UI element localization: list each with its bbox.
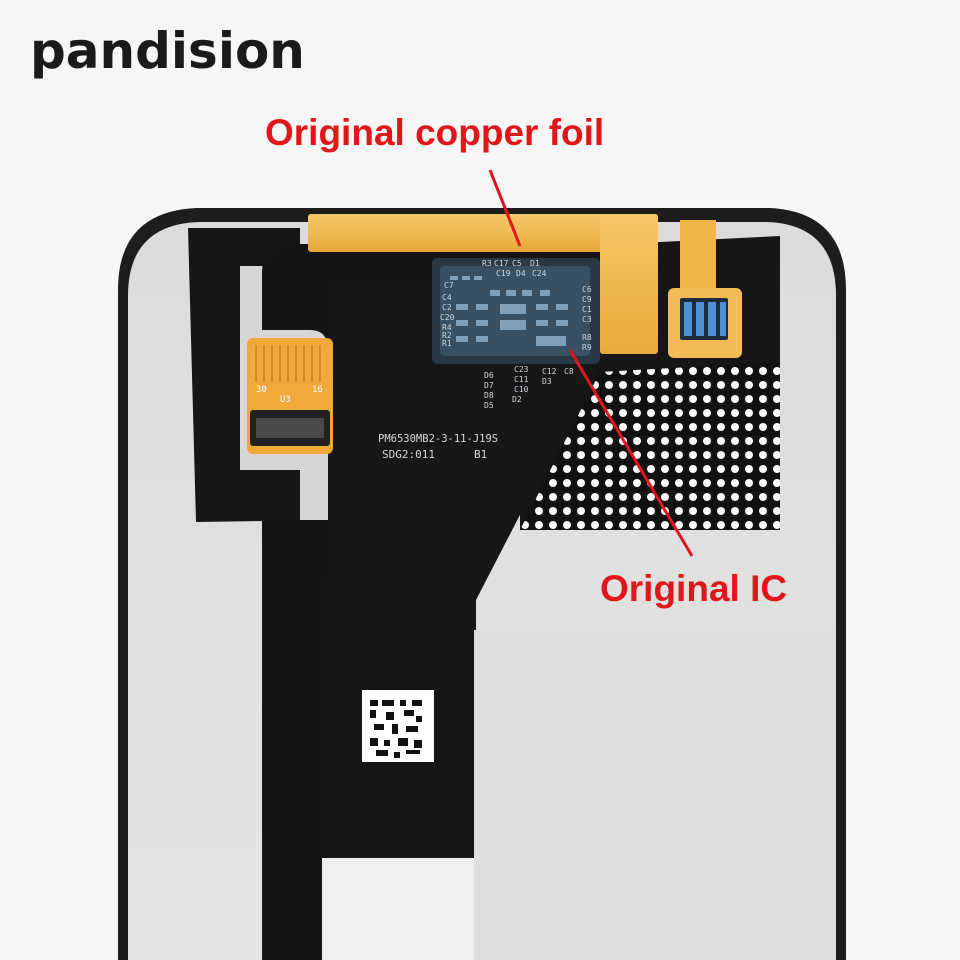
brand-logo: pandision xyxy=(30,22,305,80)
svg-text:C1: C1 xyxy=(582,305,592,314)
copper-foil xyxy=(308,214,658,252)
svg-text:C11: C11 xyxy=(514,375,529,384)
svg-text:R4: R4 xyxy=(442,323,452,332)
svg-text:C8: C8 xyxy=(564,367,574,376)
svg-text:D5: D5 xyxy=(484,401,494,410)
ic-components xyxy=(450,276,568,346)
svg-text:D2: D2 xyxy=(512,395,522,404)
svg-text:C10: C10 xyxy=(514,385,529,394)
svg-text:C2: C2 xyxy=(442,303,452,312)
svg-text:D4: D4 xyxy=(516,269,526,278)
svg-text:C20: C20 xyxy=(440,313,455,322)
svg-text:R8: R8 xyxy=(582,333,592,342)
small-flex-ribbon xyxy=(680,220,716,300)
svg-text:D3: D3 xyxy=(542,377,552,386)
svg-text:C12: C12 xyxy=(542,367,557,376)
svg-text:R2: R2 xyxy=(442,331,452,340)
svg-text:C3: C3 xyxy=(582,315,592,324)
qr-code xyxy=(370,700,422,758)
svg-text:C6: C6 xyxy=(582,285,592,294)
svg-text:C7: C7 xyxy=(444,281,454,290)
component-labels: R3 C17 C5 D1 C19 D4 C24 C7 C4 C2 C20 R4 … xyxy=(440,259,592,410)
pcb-date-code: SDG2:011 xyxy=(382,448,435,461)
connector-pin-u3: U3 xyxy=(280,395,291,405)
svg-text:C23: C23 xyxy=(514,365,529,374)
svg-text:R1: R1 xyxy=(442,339,452,348)
svg-text:D8: D8 xyxy=(484,391,494,400)
svg-text:C5: C5 xyxy=(512,259,522,268)
svg-text:C24: C24 xyxy=(532,269,547,278)
svg-text:C9: C9 xyxy=(582,295,592,304)
svg-text:C19: C19 xyxy=(496,269,511,278)
connector-pin-16: 16 xyxy=(312,385,323,395)
svg-text:D6: D6 xyxy=(484,371,494,380)
pcb-revision: B1 xyxy=(474,448,487,461)
svg-text:C4: C4 xyxy=(442,293,452,302)
callout-copper-foil: Original copper foil xyxy=(265,112,605,153)
svg-text:D1: D1 xyxy=(530,259,540,268)
pcb-part-number: PM6530MB2-3-11-J19S xyxy=(378,433,498,445)
svg-text:D7: D7 xyxy=(484,381,494,390)
svg-text:R9: R9 xyxy=(582,343,592,352)
callout-original-ic: Original IC xyxy=(600,568,788,609)
dot-pattern-area xyxy=(520,362,780,530)
svg-text:C17: C17 xyxy=(494,259,509,268)
callout-line-ic xyxy=(568,349,694,557)
callout-line-copper-foil xyxy=(488,169,522,247)
copper-foil-vertical xyxy=(600,214,658,354)
connector-pin-30: 30 xyxy=(256,385,267,395)
svg-text:R3: R3 xyxy=(482,259,492,268)
